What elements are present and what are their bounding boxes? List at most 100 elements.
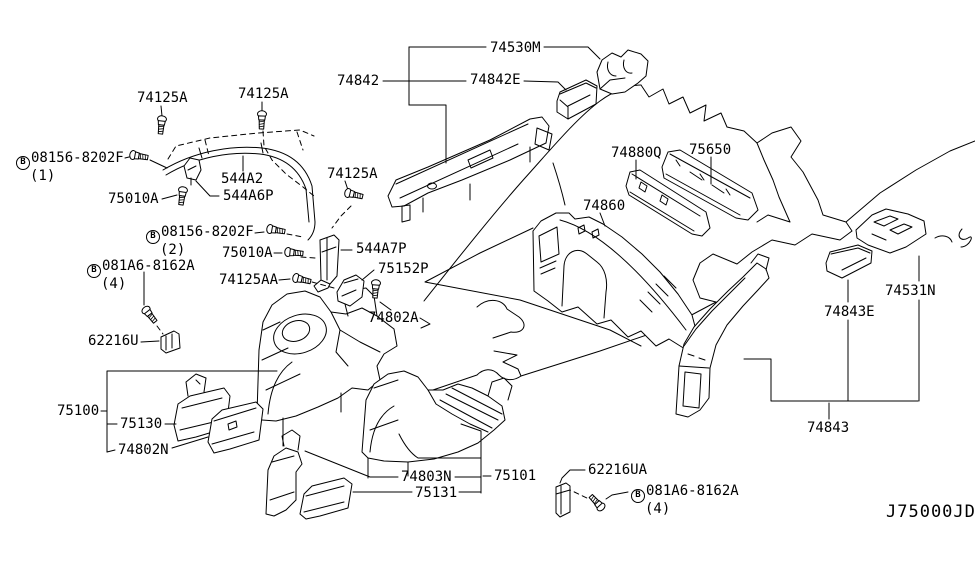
part-number-text: 62216UA bbox=[588, 462, 648, 478]
quantity-text: (1) bbox=[30, 168, 56, 184]
part-74530M bbox=[596, 49, 649, 95]
part-label-75152P: 75152P bbox=[378, 262, 429, 276]
part-74843E bbox=[825, 244, 873, 279]
part-label-544A6P: 544A6P bbox=[223, 189, 274, 203]
part-label-544A2: 544A2 bbox=[221, 172, 263, 186]
part-number-text: 75010A bbox=[222, 245, 273, 261]
part-number-text: 75130 bbox=[120, 416, 163, 432]
part-label-544A7P: 544A7P bbox=[356, 242, 407, 256]
part-label-62216U: 62216U bbox=[88, 334, 139, 348]
part-544A6P bbox=[183, 157, 202, 186]
bolt-icon bbox=[586, 492, 607, 513]
part-label-74125A-3: 74125A bbox=[327, 167, 378, 181]
part-number-text: 081A6-8162A bbox=[646, 483, 739, 499]
bolt-icon bbox=[283, 246, 304, 259]
part-label-62216UA: 62216UA bbox=[588, 463, 647, 477]
part-74803N bbox=[265, 429, 303, 517]
part-number-text: 081A6-8162A bbox=[102, 258, 195, 274]
part-74802N bbox=[207, 401, 264, 454]
part-label-75650: 75650 bbox=[689, 143, 731, 157]
part-label-74843E: 74843E bbox=[824, 305, 875, 319]
part-number-text: 08156-8202F bbox=[31, 150, 124, 166]
part-number-text: 75101 bbox=[494, 468, 537, 484]
part-number-text: 74125A bbox=[137, 90, 188, 106]
part-number-text: 74125A bbox=[327, 166, 378, 182]
part-number-text: 544A6P bbox=[223, 188, 274, 204]
part-label-74125A-2: 74125A bbox=[238, 87, 289, 101]
part-label-74842: 74842 bbox=[337, 74, 379, 88]
part-number-text: 75010A bbox=[108, 191, 159, 207]
part-number-text: 74530M bbox=[490, 40, 541, 56]
part-62216UA-bracket bbox=[555, 482, 571, 518]
part-number-text: 74802N bbox=[118, 442, 169, 458]
part-number-text: 74880Q bbox=[611, 145, 662, 161]
part-number-text: 62216U bbox=[88, 333, 139, 349]
part-label-75010A-1: 75010A bbox=[108, 192, 159, 206]
bolt-icon bbox=[291, 272, 313, 287]
part-number-text: 74843 bbox=[807, 420, 850, 436]
leader-lines bbox=[100, 46, 920, 500]
part-74842-rail bbox=[387, 116, 553, 223]
bolt-icon bbox=[369, 278, 382, 299]
construction-dashes bbox=[156, 129, 590, 500]
part-number-text: 544A2 bbox=[221, 171, 264, 187]
part-label-74125A-1: 74125A bbox=[137, 91, 188, 105]
bolt-icon bbox=[343, 187, 365, 202]
part-number-text: 74125A bbox=[238, 86, 289, 102]
part-number-text: 75650 bbox=[689, 142, 732, 158]
part-label-74802N: 74802N bbox=[118, 443, 169, 457]
quantity-text: (4) bbox=[645, 501, 671, 517]
part-number-text: 74125AA bbox=[219, 272, 279, 288]
bolt-icon bbox=[139, 304, 160, 326]
part-number-text: 74531N bbox=[885, 283, 936, 299]
part-number-text: 74842E bbox=[470, 72, 521, 88]
part-number-text: 74842 bbox=[337, 73, 380, 89]
part-74843-wheelhouse bbox=[675, 253, 770, 418]
quantity-text: (4) bbox=[101, 276, 127, 292]
part-number-text: 75152P bbox=[378, 261, 429, 277]
part-number-text: 544A7P bbox=[356, 241, 407, 257]
part-label-75131: 75131 bbox=[415, 486, 457, 500]
part-number-text: 74860 bbox=[583, 198, 626, 214]
part-544A7P bbox=[313, 234, 340, 293]
bolt-icon bbox=[256, 110, 268, 130]
bolt-icon bbox=[128, 149, 150, 163]
part-label-75010A-2: 75010A bbox=[222, 246, 273, 260]
part-label-74530M: 74530M bbox=[490, 41, 541, 55]
part-label-74125AA: 74125AA bbox=[219, 273, 278, 287]
part-label-74880Q: 74880Q bbox=[611, 146, 662, 160]
part-75101-hoodledge bbox=[361, 370, 513, 479]
figure-code: J75000JD bbox=[886, 502, 975, 522]
part-label-74860: 74860 bbox=[583, 199, 625, 213]
part-75650 bbox=[661, 149, 759, 221]
circled-letter-icon: B bbox=[146, 230, 160, 244]
part-number-text: 74802A bbox=[368, 310, 419, 326]
part-number-text: 75131 bbox=[415, 485, 458, 501]
part-label-75100: 75100 bbox=[57, 404, 99, 418]
part-number-text: 08156-8202F bbox=[161, 224, 254, 240]
bolt-icon bbox=[265, 223, 287, 237]
circled-letter-icon: B bbox=[16, 156, 30, 170]
quantity-text: (2) bbox=[160, 242, 186, 258]
part-75131 bbox=[299, 477, 353, 520]
part-number-text: 75100 bbox=[57, 403, 100, 419]
part-label-75101: 75101 bbox=[494, 469, 536, 483]
part-74860 bbox=[532, 212, 697, 350]
part-75100-hoodledge bbox=[256, 287, 398, 447]
part-74531N bbox=[855, 208, 927, 254]
part-75152P bbox=[336, 274, 365, 307]
circled-letter-icon: B bbox=[631, 489, 645, 503]
circled-letter-icon: B bbox=[87, 264, 101, 278]
part-label-74842E: 74842E bbox=[470, 73, 521, 87]
part-number-text: 74803N bbox=[401, 469, 452, 485]
part-74880Q bbox=[625, 169, 711, 237]
part-74842E bbox=[556, 79, 598, 120]
part-label-74843: 74843 bbox=[807, 421, 849, 435]
part-label-75130: 75130 bbox=[120, 417, 162, 431]
part-label-74803N: 74803N bbox=[401, 470, 452, 484]
